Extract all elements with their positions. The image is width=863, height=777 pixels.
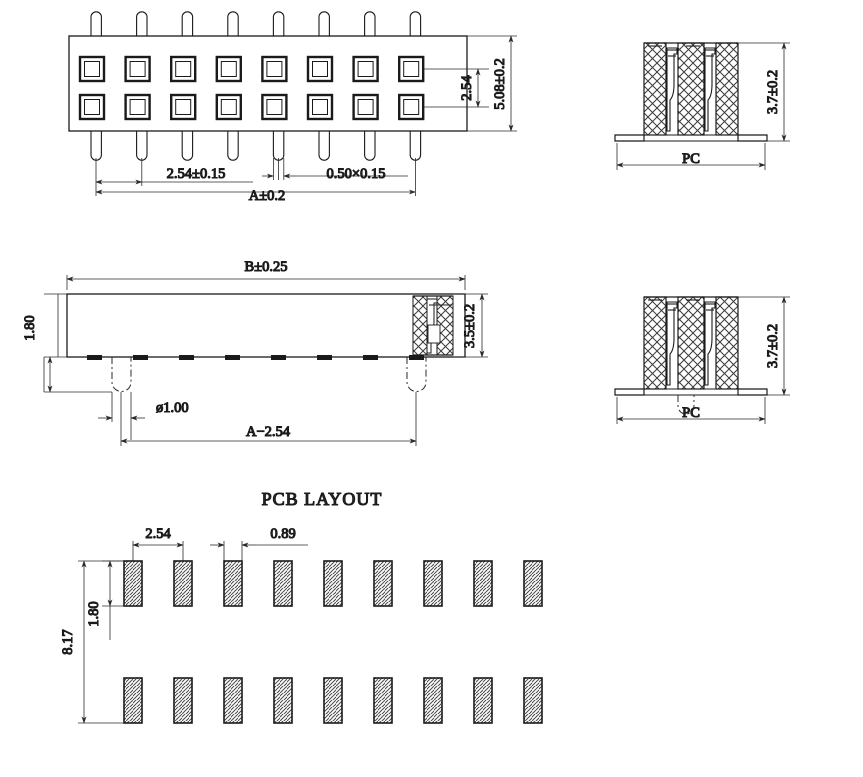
top-view-cavities [78, 55, 425, 121]
side-view-bottom-group: 3.7±0.2 PC [614, 296, 790, 424]
dim-body-height-label: 5.08±0.2 [492, 58, 508, 109]
dim-pcb-row-spacing-label: 8.17 [60, 629, 76, 654]
front-view-span-dimension [120, 392, 417, 446]
front-view-length-dimension [66, 275, 466, 290]
dim-pcb-pad-height-label: 1.80 [86, 601, 102, 626]
pcb-pads-upper [123, 560, 543, 607]
dim-front-height-label: 3.5±0.2 [462, 304, 478, 348]
dim-a-minus-label: A−2.54 [246, 424, 291, 440]
pcb-layout-title: PCB LAYOUT [262, 489, 383, 509]
top-view-bottom-dimensions [95, 158, 417, 196]
front-view-posts [111, 357, 427, 392]
dim-standoff-label: 1.80 [22, 315, 38, 340]
front-view-hole-dimension [98, 392, 145, 440]
pcb-pad-height-dimension [102, 560, 124, 640]
pcb-layout-group: PCB LAYOUT [59, 488, 543, 724]
front-view-standoff-dimension [43, 293, 112, 393]
side-view-bottom-pc-label: PC [682, 405, 700, 421]
pcb-pitch-dimension [132, 541, 184, 561]
pcb-pad-width-dimension [210, 541, 308, 561]
dim-overall-length-label: A±0.2 [249, 188, 286, 204]
dim-b-length-label: B±0.25 [244, 259, 287, 275]
dim-pin-section-label: 0.50×0.15 [327, 166, 386, 182]
front-view-body [66, 293, 466, 358]
dim-hole-diameter-label: ø1.00 [156, 400, 189, 416]
dim-pcb-pad-width-label: 0.89 [270, 526, 295, 542]
front-view-height-dimension [453, 293, 488, 358]
top-view-group: 2.54 5.08±0.2 2.54±0.15 0.50×0.15 A±0.2 [68, 11, 517, 205]
pcb-row-spacing-dimension [78, 560, 124, 724]
side-view-top-height-label: 3.7±0.2 [765, 70, 781, 114]
side-view-top-pc-label: PC [682, 151, 700, 167]
front-view-group: B±0.25 [21, 258, 488, 446]
top-view-upper-pins [90, 11, 422, 36]
dim-row-pitch-label: 2.54 [459, 75, 475, 101]
side-view-bottom-height-label: 3.7±0.2 [765, 324, 781, 368]
top-view-lower-pins [90, 131, 422, 161]
dim-pcb-pitch-label: 2.54 [145, 526, 171, 542]
front-view-smt-pads [87, 355, 424, 360]
dim-pin-pitch-label: 2.54±0.15 [167, 166, 226, 182]
pcb-pads-lower [123, 677, 543, 724]
top-view-body [68, 35, 468, 132]
side-view-top-group: 3.7±0.2 PC [614, 42, 790, 170]
top-view-right-dimensions [423, 35, 517, 132]
